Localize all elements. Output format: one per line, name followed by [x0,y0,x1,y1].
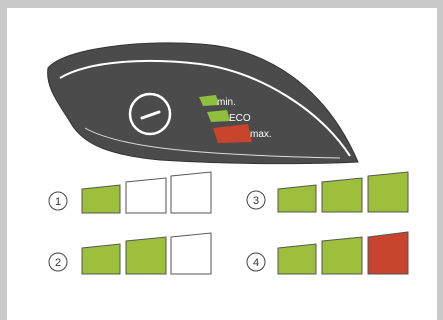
level-1-bar-2 [125,177,167,214]
control-panel: min. ECO max. [47,42,359,165]
level-2-bar-1 [81,243,121,275]
dial-indicator [140,110,161,120]
level-1-bar-1 [81,184,121,214]
level-4-bar-3 [367,231,409,275]
level-2-bar-2 [125,236,167,275]
level-3-bar-2 [321,177,363,213]
level-2-badge [48,252,68,272]
level-1-bar-3 [170,171,212,214]
level-3-bar-1 [277,184,317,213]
level-3-number: 3 [253,195,259,207]
level-1-number: 1 [55,196,61,208]
level-3-badge [246,190,266,210]
panel-bottom-line [84,127,341,159]
lamp-max [213,124,252,143]
level-2-row: 2 [48,232,212,275]
level-2-number: 2 [55,257,61,269]
panel-highlight-line [59,59,351,157]
level-3-bar-3 [367,171,409,213]
level-4-badge [246,252,266,272]
level-4-row: 4 [246,231,409,275]
lamp-eco [207,110,230,122]
level-1-badge [48,191,68,211]
label-eco: ECO [229,113,251,124]
label-min: min. [217,97,236,108]
level-1-row: 1 [48,171,212,214]
lamp-min [199,95,219,106]
level-4-bar-2 [321,236,363,275]
level-3-row: 3 [246,171,409,213]
level-2-bar-3 [170,232,212,275]
level-4-number: 4 [253,257,259,269]
level-4-bar-1 [277,243,317,275]
label-max: max. [250,129,272,140]
